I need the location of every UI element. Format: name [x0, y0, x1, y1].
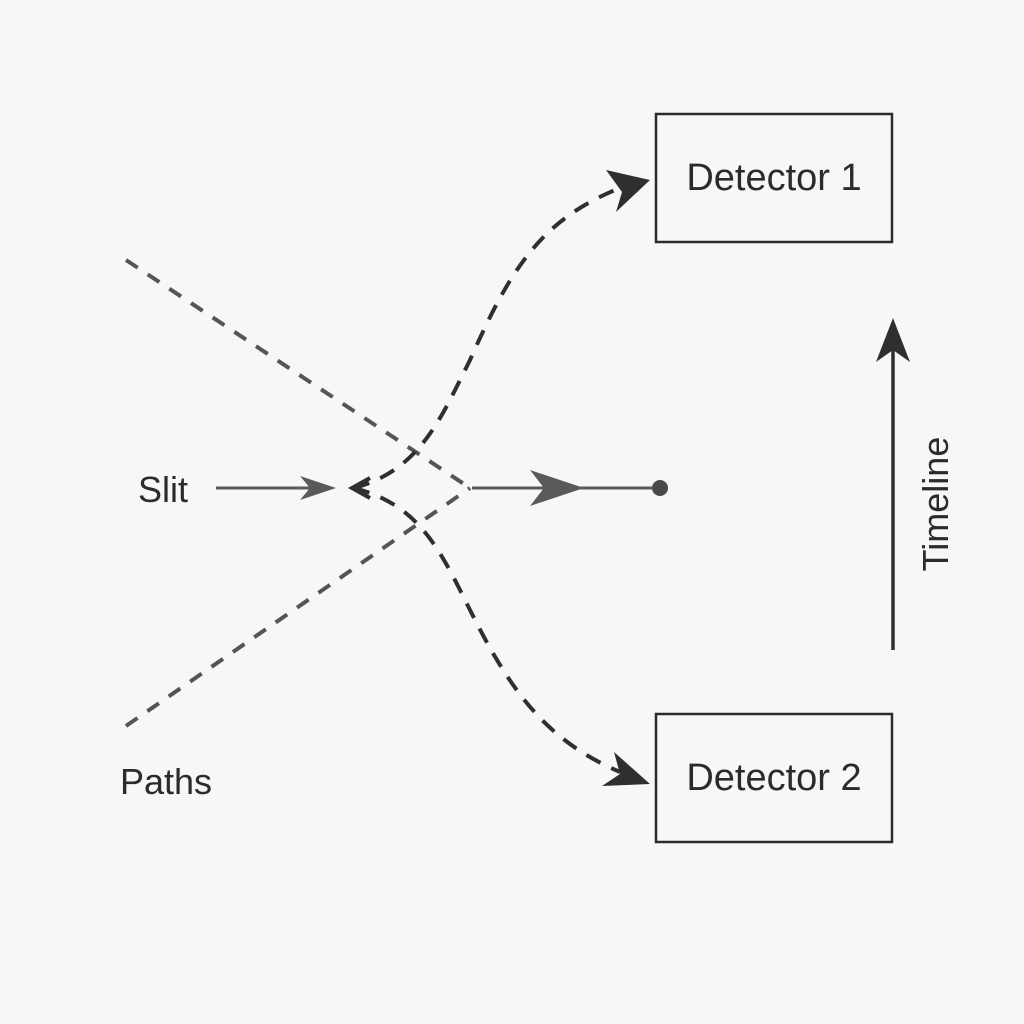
slit-arrow	[216, 476, 336, 500]
upper-path-line	[124, 258, 472, 490]
curve-to-detector-1	[353, 170, 650, 490]
origin-chevron-icon	[347, 476, 371, 500]
arrow-up-icon	[876, 318, 910, 362]
detector-1: Detector 1	[654, 112, 894, 244]
detector-1-label: Detector 1	[686, 157, 861, 199]
arrowhead-icon	[602, 752, 650, 786]
endpoint-dot	[652, 480, 668, 496]
paths-label: Paths	[120, 761, 212, 802]
detector-2-label: Detector 2	[686, 757, 861, 799]
detector-1-box	[654, 112, 894, 244]
detector-2-box	[654, 712, 894, 844]
lower-path-line	[124, 486, 472, 728]
curve-to-detector-2	[353, 486, 650, 786]
arrowhead-icon	[606, 170, 650, 212]
timeline-arrow	[876, 318, 910, 650]
detector-2: Detector 2	[654, 712, 894, 844]
center-beam-arrow	[472, 470, 668, 506]
timeline-label: Timeline	[915, 437, 956, 572]
slit-label: Slit	[138, 469, 188, 510]
